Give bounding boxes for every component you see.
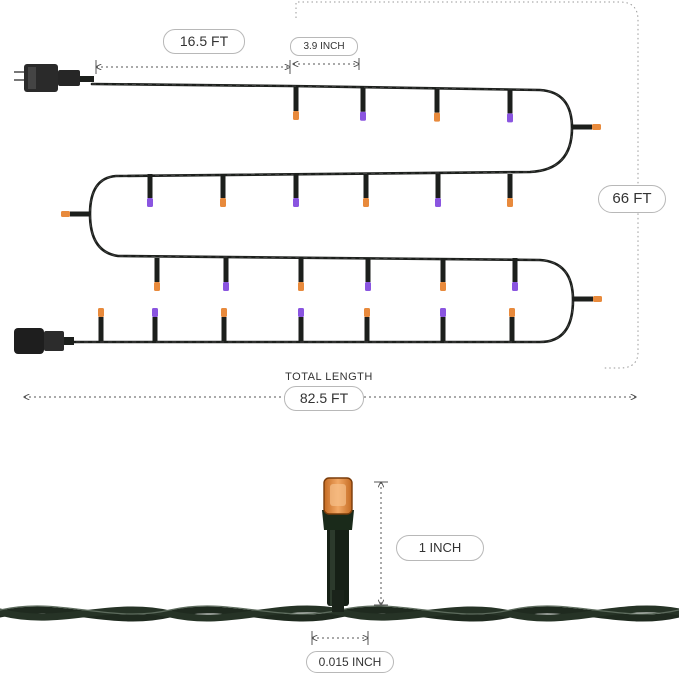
- bulb-orange: [572, 124, 601, 130]
- bulb-purple: [147, 174, 153, 207]
- bulb-orange: [509, 308, 515, 341]
- bulb-purple: [152, 308, 158, 341]
- bulb-height-label: 1 INCH: [396, 535, 484, 561]
- bulb-purple: [223, 258, 229, 291]
- height-outline: [295, 1, 639, 369]
- total-length-caption: TOTAL LENGTH: [285, 371, 373, 383]
- bulb-purple: [435, 174, 441, 207]
- plug-length-label: 16.5 FT: [163, 29, 245, 54]
- wire-thickness-label: 0.015 INCH: [306, 651, 394, 673]
- ac-plug-icon: [14, 64, 94, 92]
- large-bulb-closeup: [322, 477, 354, 612]
- bulb-orange: [298, 258, 304, 291]
- bulb-orange: [573, 296, 602, 302]
- bulb-purple: [360, 87, 366, 121]
- height-label: 66 FT: [598, 185, 666, 213]
- bulbs-group: [61, 87, 602, 341]
- end-connector-icon: [14, 328, 74, 354]
- bulb-orange: [364, 308, 370, 341]
- bulb-orange: [61, 211, 90, 217]
- bulb-orange: [154, 258, 160, 291]
- bulb-purple: [440, 308, 446, 341]
- bulb-purple: [298, 308, 304, 341]
- bulb-orange: [220, 174, 226, 207]
- bulb-orange: [440, 258, 446, 291]
- total-length-label: 82.5 FT: [284, 386, 364, 411]
- bulb-spacing-label: 3.9 INCH: [290, 37, 358, 56]
- bulb-orange: [221, 308, 227, 341]
- bulb-orange: [363, 174, 369, 207]
- bulb-orange: [434, 88, 440, 122]
- wire-twist: [70, 83, 574, 343]
- bulb-orange: [98, 308, 104, 341]
- bulb-purple: [365, 258, 371, 291]
- bulb-orange: [293, 87, 299, 120]
- bulb-purple: [507, 89, 513, 123]
- bulb-purple: [512, 258, 518, 291]
- bulb-purple: [293, 174, 299, 207]
- bulb-orange: [507, 174, 513, 207]
- light-string-wire: [68, 82, 575, 344]
